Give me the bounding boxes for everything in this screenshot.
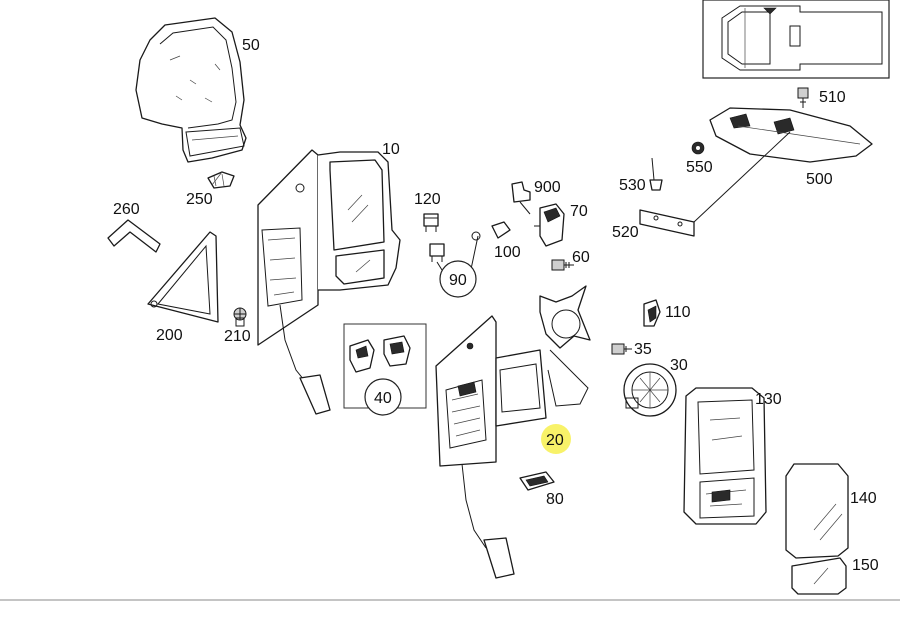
label-260[interactable]: 260 [113,201,140,218]
label-130[interactable]: 130 [755,391,782,408]
part-30-adjust-motor[interactable] [623,363,677,417]
label-70[interactable]: 70 [570,203,588,220]
part-35-screw[interactable] [611,343,632,355]
part-110-cap[interactable] [643,299,661,327]
part-140-mirror-glass[interactable] [785,463,849,559]
part-20-mirror-bracket[interactable] [435,285,591,579]
part-900-connector[interactable] [511,181,531,215]
label-210[interactable]: 210 [224,328,251,345]
part-100-bulb[interactable] [491,221,511,239]
label-140[interactable]: 140 [850,490,877,507]
part-200-triangle-trim[interactable] [147,231,219,323]
label-80[interactable]: 80 [546,491,564,508]
label-30[interactable]: 30 [670,357,688,374]
part-530-bolt[interactable] [649,157,663,191]
part-250-clip[interactable] [207,171,235,189]
part-labels: 50 10 250 260 200 210 120 90 100 900 70 … [113,37,879,574]
vehicle-locator-inset [702,0,890,79]
label-50[interactable]: 50 [242,37,260,54]
label-530[interactable]: 530 [619,177,646,194]
label-60[interactable]: 60 [572,249,590,266]
part-50-housing-cover[interactable] [135,17,247,163]
label-100[interactable]: 100 [494,244,521,261]
part-130-glass-frame[interactable] [683,387,767,525]
label-500[interactable]: 500 [806,171,833,188]
label-900[interactable]: 900 [534,179,561,196]
label-150[interactable]: 150 [852,557,879,574]
part-80-motor[interactable] [519,471,555,491]
part-90-lamp-set[interactable] [429,231,481,279]
label-40[interactable]: 40 [374,390,392,407]
part-70-indicator-lamp[interactable] [534,203,565,247]
label-90[interactable]: 90 [449,272,467,289]
label-200[interactable]: 200 [156,327,183,344]
part-520-bracket[interactable] [639,131,791,237]
part-500-cover-strip[interactable] [709,107,873,163]
part-10-mirror-assembly[interactable] [257,149,401,415]
highlight-marker [541,424,571,454]
part-510-screw[interactable] [797,87,809,108]
label-35[interactable]: 35 [634,341,652,358]
callout-circle-90 [439,260,477,298]
part-260-trim[interactable] [107,219,161,253]
part-60-screw[interactable] [551,259,574,271]
label-520[interactable]: 520 [612,224,639,241]
label-10[interactable]: 10 [382,141,400,158]
label-120[interactable]: 120 [414,191,441,208]
label-250[interactable]: 250 [186,191,213,208]
leader-lines [211,171,223,186]
part-120-bulb[interactable] [423,213,439,232]
label-550[interactable]: 550 [686,159,713,176]
part-550-nut[interactable] [691,141,705,155]
label-510[interactable]: 510 [819,89,846,106]
part-210-screw[interactable] [233,307,247,327]
label-20[interactable]: 20 [546,432,564,449]
label-110[interactable]: 110 [665,304,691,321]
callout-circle-40 [364,378,402,416]
part-150-wide-angle-glass[interactable] [791,557,847,595]
